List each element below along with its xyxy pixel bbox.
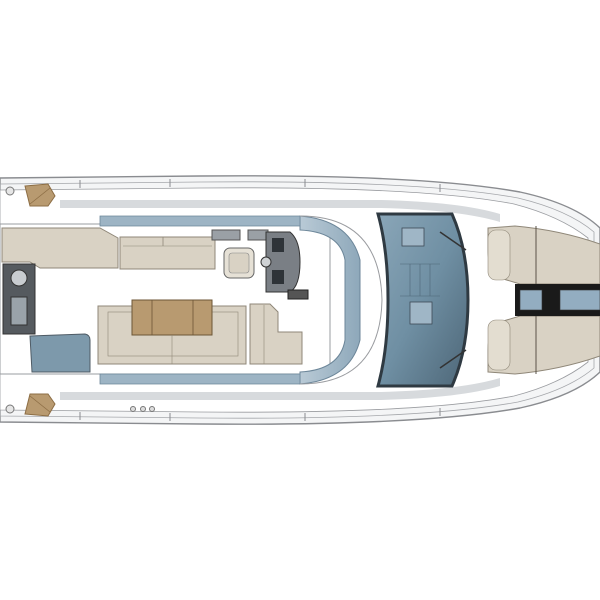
hardtop [99,215,383,385]
swim-platform-steps [24,183,56,417]
bow-sunpad [487,225,600,375]
anchor-hatch [515,284,600,316]
dining-table [131,299,213,336]
cleat-icon [5,186,15,196]
steering-wheel-icon [260,256,272,268]
helm-station [211,229,309,300]
cockpit [0,223,331,375]
windshield [376,212,470,388]
cockpit-glass-door [29,333,91,373]
aft-lounge-cushion [1,227,119,269]
cleat-icon [5,404,15,414]
helm-companion-seat [249,303,303,365]
sink-icon [10,269,28,287]
cockpit-sofa-back [119,236,216,270]
